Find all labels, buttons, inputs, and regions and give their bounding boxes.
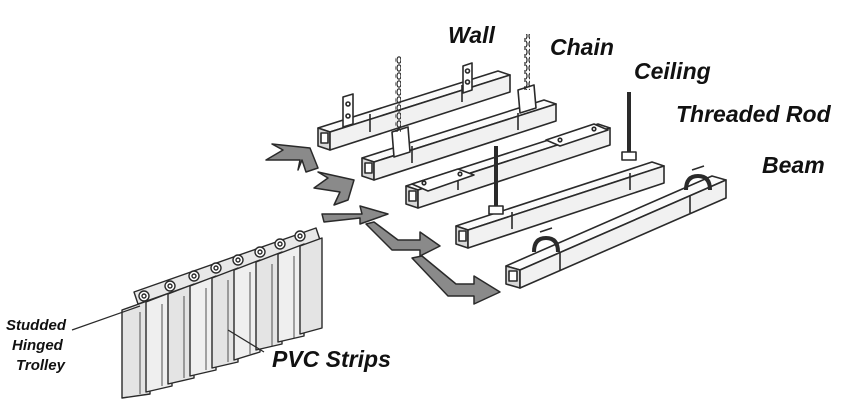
- arrow-threaded-rod: [365, 221, 441, 257]
- curtain-assembly: [121, 227, 323, 399]
- pvc-strips-leader-line: [227, 329, 265, 353]
- label-pvc-strips: PVC Strips: [272, 346, 391, 372]
- ceiling-mount-rail: [405, 123, 611, 209]
- chain-mount-rail: [361, 34, 557, 181]
- chain-left: [395, 56, 401, 132]
- label-wall: Wall: [448, 22, 495, 48]
- label-trolley-line3: Trolley: [16, 357, 65, 374]
- label-threaded-rod: Threaded Rod: [676, 101, 831, 127]
- trolley-leader-line: [71, 305, 141, 331]
- direction-arrows: [265, 143, 501, 305]
- threaded-rod-mount-rail: [455, 92, 665, 249]
- beam-mount-rail: [505, 165, 727, 289]
- arrow-ceiling: [321, 205, 389, 225]
- wall-mount-rail: [317, 62, 511, 151]
- arrow-beam: [411, 255, 501, 305]
- label-trolley-line2: Hinged: [12, 337, 63, 354]
- label-trolley: Studded Hinged Trolley: [6, 316, 66, 376]
- label-ceiling: Ceiling: [634, 58, 711, 84]
- label-beam: Beam: [762, 152, 825, 178]
- arrow-chain: [313, 171, 355, 206]
- label-chain: Chain: [550, 34, 614, 60]
- label-trolley-line1: Studded: [6, 317, 66, 334]
- chain-right: [524, 34, 530, 90]
- arrow-wall: [265, 143, 319, 173]
